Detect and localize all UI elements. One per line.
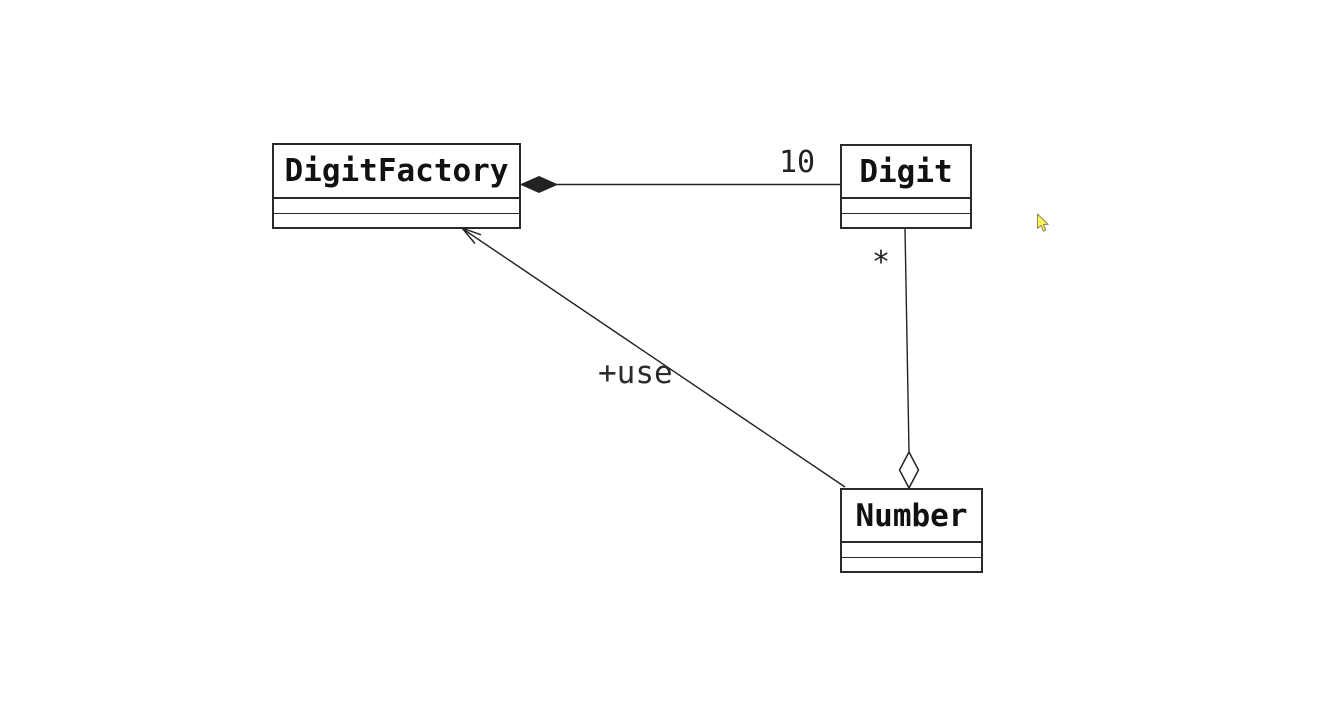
aggregation-edge [904,227,910,453]
operations-compartment [274,213,519,227]
class-name-digitfactory: DigitFactory [284,153,509,189]
dependency-arrowhead-icon [459,226,482,244]
cursor-icon [1036,213,1049,232]
multiplicity-label-star: * [872,245,891,280]
attributes-compartment [274,197,519,213]
class-box-digitfactory[interactable]: DigitFactory [272,143,521,229]
class-box-number[interactable]: Number [840,488,983,573]
class-box-digit[interactable]: Digit [840,144,972,229]
class-name-digit: Digit [859,153,953,190]
attributes-compartment [842,541,981,557]
aggregation-diamond-icon [898,450,920,490]
operations-compartment [842,557,981,571]
multiplicity-label-10: 10 [779,145,816,180]
class-name-number: Number [855,497,968,534]
operations-compartment [842,213,970,227]
attributes-compartment [842,197,970,213]
composition-diamond-icon [519,175,559,194]
cursor-arrow-shape [1036,213,1049,232]
dependency-label-use: +use [598,355,673,391]
